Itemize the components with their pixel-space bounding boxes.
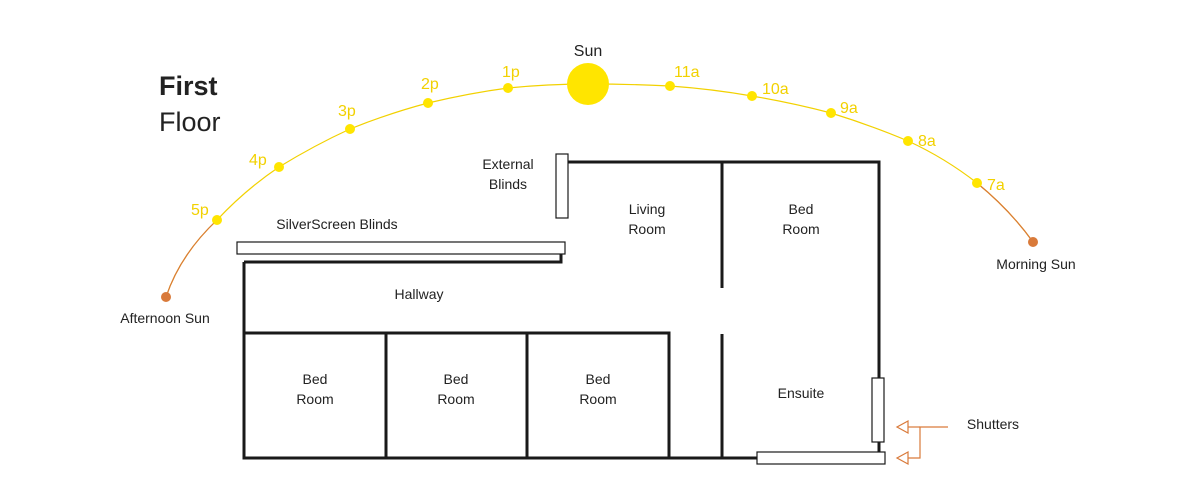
hour-dot-5p — [212, 215, 222, 225]
living-room-label-line2: Room — [628, 221, 665, 237]
hour-label-11a: 11a — [674, 64, 700, 81]
bed-room-1-label-line1: Bed — [303, 371, 328, 387]
sun-path-arc — [165, 83, 1034, 298]
silverscreen-blinds-label: SilverScreen Blinds — [276, 216, 397, 232]
bed-room-2-label-line2: Room — [437, 391, 474, 407]
hour-label-4p: 4p — [249, 152, 267, 169]
shutters-label: Shutters — [967, 416, 1019, 432]
afternoon-sun-dot — [161, 292, 171, 302]
sun-icon — [567, 63, 609, 105]
external-blinds-label-line2: Blinds — [489, 176, 527, 192]
hour-label-3p: 3p — [338, 103, 356, 120]
ensuite-label: Ensuite — [778, 385, 825, 401]
sun-path-arc-left-end — [165, 219, 218, 298]
hour-dot-11a — [665, 81, 675, 91]
hour-label-2p: 2p — [421, 76, 439, 93]
shutter-vertical — [871, 377, 885, 443]
living-room-label-line1: Living — [629, 201, 666, 217]
external-blinds-label-line1: External — [482, 156, 533, 172]
hour-dot-7a — [972, 178, 982, 188]
hour-label-1p: 1p — [502, 64, 520, 81]
hour-label-9a: 9a — [840, 100, 858, 117]
hour-dot-2p — [423, 98, 433, 108]
bed-room-3-label-line1: Bed — [586, 371, 611, 387]
hallway-label: Hallway — [394, 286, 443, 302]
sun-path-arc-right-end — [976, 182, 1034, 243]
hour-dot-4p — [274, 162, 284, 172]
bed-room-top-right-label-line1: Bed — [789, 201, 814, 217]
hour-dot-8a — [903, 136, 913, 146]
hour-dot-10a — [747, 91, 757, 101]
shutter-horizontal — [756, 451, 886, 465]
bed-room-3-label-line2: Room — [579, 391, 616, 407]
bed-room-2-label-line1: Bed — [444, 371, 469, 387]
bed-room-top-right-label-line2: Room — [782, 221, 819, 237]
silverscreen-blinds — [236, 241, 566, 255]
sun-label: Sun — [574, 43, 602, 60]
hour-label-8a: 8a — [918, 133, 936, 150]
hour-label-10a: 10a — [762, 81, 789, 98]
hour-markers — [212, 81, 982, 225]
external-blinds — [555, 153, 569, 219]
hour-dot-9a — [826, 108, 836, 118]
afternoon-sun-label: Afternoon Sun — [120, 310, 210, 326]
hour-dot-1p — [503, 83, 513, 93]
morning-sun-dot — [1028, 237, 1038, 247]
bed-room-1-label-line2: Room — [296, 391, 333, 407]
shutter-arrows — [895, 419, 948, 466]
floor-title-bold: First — [159, 71, 218, 101]
hour-dot-3p — [345, 124, 355, 134]
hour-label-7a: 7a — [987, 177, 1005, 194]
morning-sun-label: Morning Sun — [996, 256, 1075, 272]
hour-label-5p: 5p — [191, 202, 209, 219]
floor-walls — [242, 160, 881, 460]
floor-title: Floor — [159, 107, 221, 137]
